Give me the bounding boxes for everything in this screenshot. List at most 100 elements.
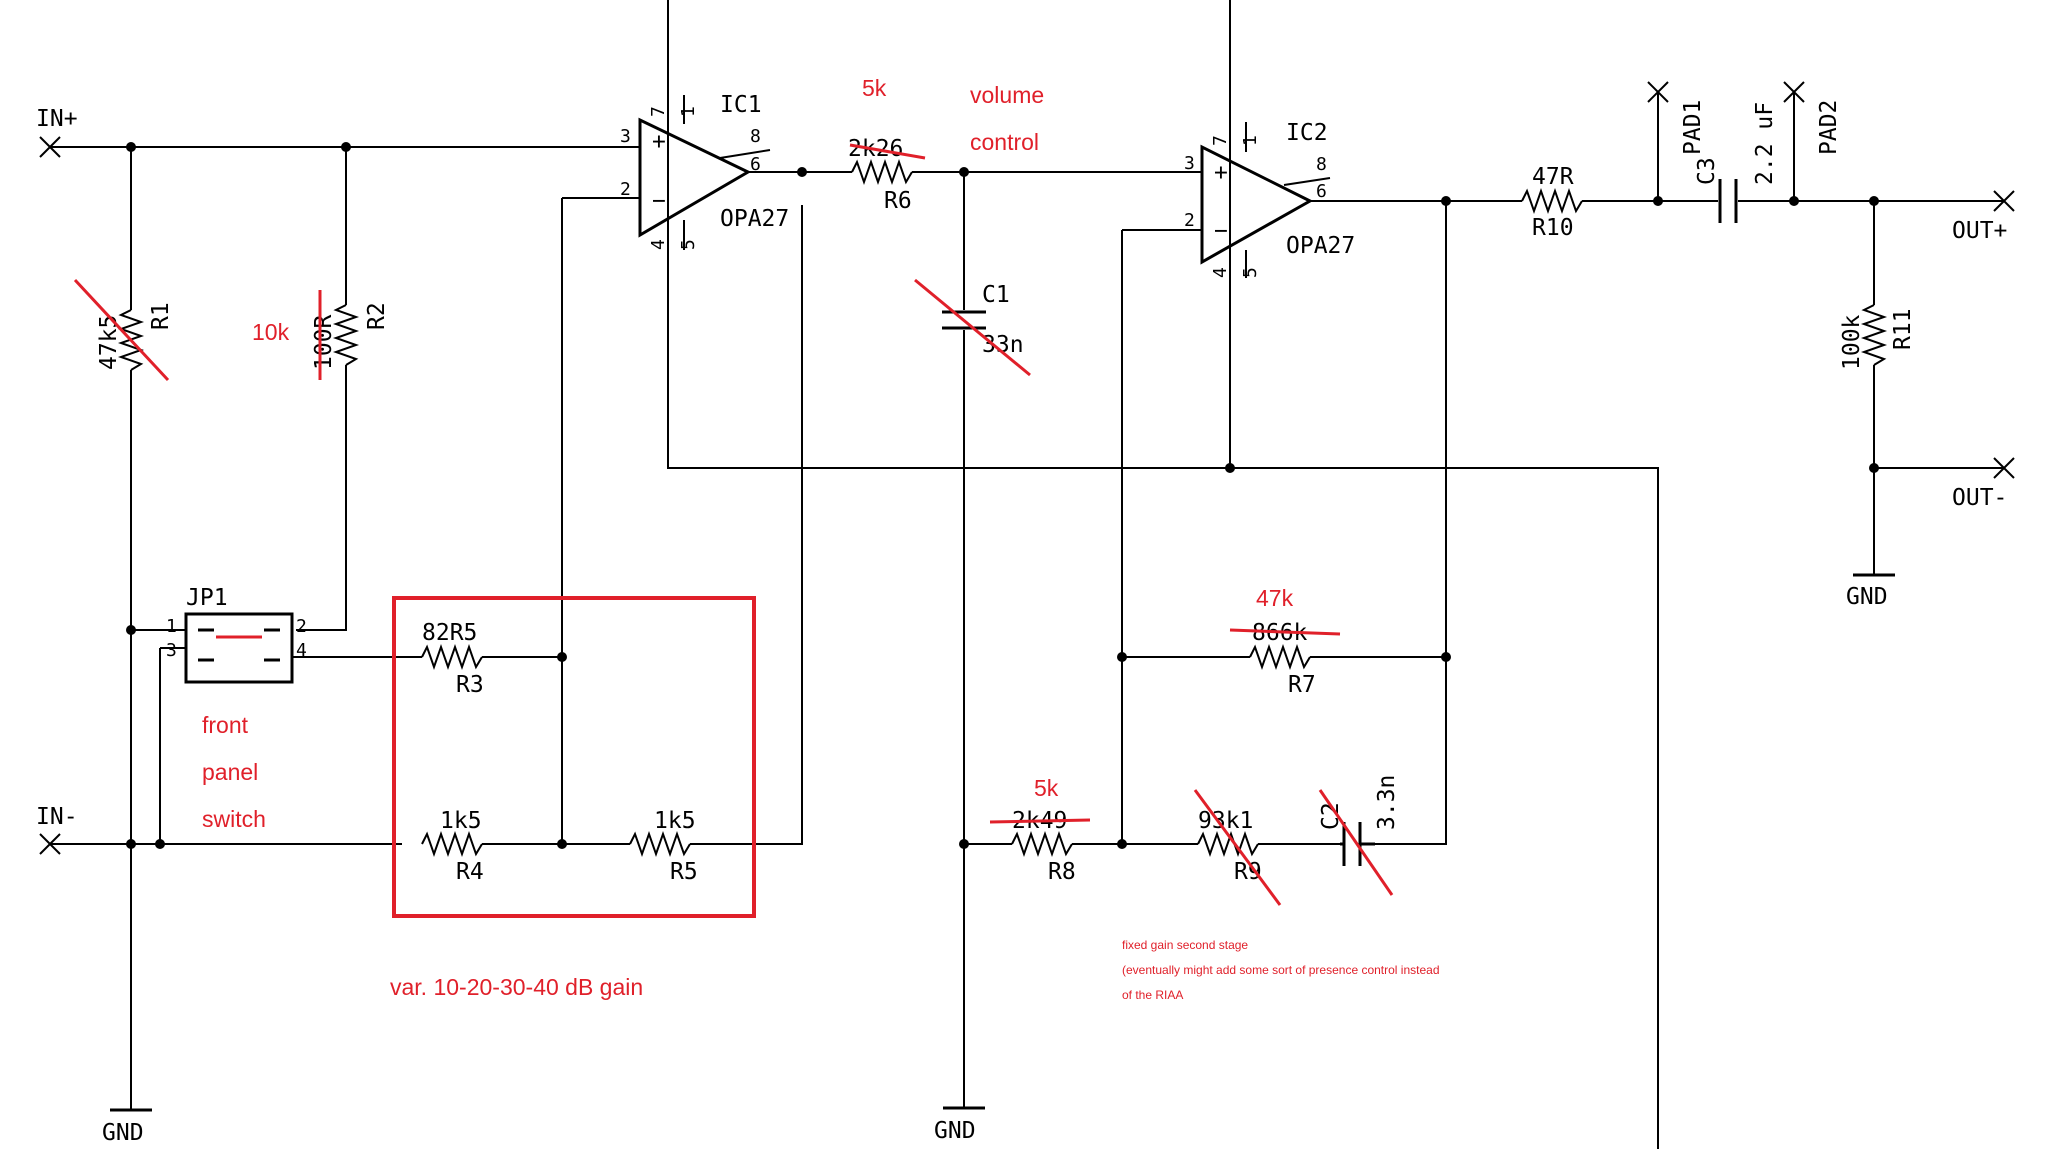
ic1-pin8: 8: [750, 126, 761, 147]
r10-name: R10: [1532, 215, 1574, 241]
stage-note-line3: of the RIAA: [1122, 988, 1183, 1002]
wires: [50, 0, 2004, 1149]
ic1-pin6: 6: [750, 154, 761, 175]
port-out-minus: OUT-: [1952, 457, 2015, 511]
ic2-minus: −: [1214, 218, 1228, 244]
r2-name: R2: [364, 302, 390, 330]
ic1-pin5: 5: [678, 239, 699, 250]
port-in-plus: IN+: [36, 106, 78, 158]
jp1-pin1: 1: [166, 616, 177, 637]
capacitor-c2: C2 3.3n: [1318, 775, 1400, 896]
volume-label: volume: [970, 82, 1044, 108]
stage-note-line1: fixed gain second stage: [1122, 938, 1248, 952]
r8-replacement-label: 5k: [1034, 775, 1059, 801]
panel-label: panel: [202, 759, 258, 785]
resistor-r10: 47R R10: [1521, 164, 1583, 241]
ic2-pin5: 5: [1240, 267, 1261, 278]
ic2-pin4: 4: [1210, 267, 1231, 278]
gain-network-highlight: [392, 596, 756, 918]
r2-replacement-label: 10k: [252, 319, 290, 345]
c3-value: 2.2 uF: [1752, 102, 1778, 185]
ic2-pin7: 7: [1210, 135, 1231, 146]
port-label: OUT-: [1952, 485, 2007, 511]
ic1-pin3: 3: [620, 126, 631, 147]
ic2-pin3: 3: [1184, 153, 1195, 174]
pad2: PAD2: [1783, 81, 1842, 155]
ic2-part: OPA27: [1286, 233, 1355, 259]
jp1-pin3: 3: [166, 640, 177, 661]
port-label: OUT+: [1952, 218, 2007, 244]
ic1-pin7: 7: [648, 106, 669, 117]
resistor-r6: 2k26 R6: [848, 136, 926, 214]
r6-replacement-label: 5k: [862, 75, 887, 101]
pad-label: PAD1: [1680, 100, 1706, 155]
r7-name: R7: [1288, 672, 1316, 698]
c2-value: 3.3n: [1374, 775, 1400, 830]
ic2-pin6: 6: [1316, 181, 1327, 202]
gnd-label: GND: [934, 1118, 976, 1144]
r4-name: R4: [456, 859, 484, 885]
r3-name: R3: [456, 672, 484, 698]
front-label: front: [202, 712, 249, 738]
gnd-label: GND: [1846, 584, 1888, 610]
ic1-plus: +: [652, 129, 666, 155]
port-label: IN+: [36, 106, 78, 132]
ic2-name: IC2: [1286, 120, 1328, 146]
gain-label: var. 10-20-30-40 dB gain: [390, 974, 643, 1000]
r11-value: 100k: [1839, 314, 1865, 370]
resistor-r1: 47k5 R1: [73, 278, 174, 382]
resistor-r5: 1k5 R5: [629, 808, 698, 885]
r10-value: 47R: [1532, 164, 1574, 190]
jp1-pin2: 2: [296, 616, 307, 637]
ic1-part: OPA27: [720, 206, 789, 232]
gnd-symbol-right: GND: [1846, 573, 1895, 610]
r5-value: 1k5: [654, 808, 696, 834]
r1-value: 47k5: [96, 315, 122, 370]
ic1-pin1: 1: [678, 106, 699, 117]
resistor-r11: 100k R11: [1839, 304, 1916, 370]
r6-name: R6: [884, 188, 912, 214]
r11-name: R11: [1890, 308, 1916, 350]
ic1-pin4: 4: [648, 239, 669, 250]
ic2-pin1: 1: [1240, 135, 1261, 146]
resistor-r8: 2k49 R8: [989, 808, 1091, 885]
c3-name: C3: [1694, 157, 1720, 185]
ic1-name: IC1: [720, 92, 762, 118]
r7-replacement-label: 47k: [1256, 585, 1294, 611]
resistor-r9: 93k1 R9: [1193, 789, 1282, 906]
port-out-plus: OUT+: [1952, 190, 2015, 244]
gnd-label: GND: [102, 1120, 144, 1146]
ic1-pin2: 2: [620, 179, 631, 200]
resistor-r7: 866k R7: [1229, 620, 1341, 698]
r8-name: R8: [1048, 859, 1076, 885]
ic2-pin8: 8: [1316, 154, 1327, 175]
pad-label: PAD2: [1816, 100, 1842, 155]
jumper-jp1[interactable]: JP1 1 2 3 4: [166, 585, 307, 684]
ic2-plus: +: [1214, 160, 1228, 186]
ic2-pin2: 2: [1184, 210, 1195, 231]
c1-name: C1: [982, 282, 1010, 308]
annotations: 5k volume control 10k 47k 5k front panel…: [202, 75, 1440, 1002]
gnd-symbol-mid: GND: [934, 1106, 985, 1144]
r2-value: 100R: [311, 314, 337, 370]
r4-value: 1k5: [440, 808, 482, 834]
port-label: IN-: [36, 804, 78, 830]
capacitor-c1: C1 33n: [914, 278, 1031, 377]
capacitor-c3: C3 2.2 uF: [1694, 102, 1778, 223]
junctions: [126, 142, 1879, 849]
port-in-minus: IN-: [36, 804, 78, 855]
ic1-opamp: + − 3 2 7 1 4 5 8 6 IC1 OPA27: [620, 92, 789, 250]
ic1-minus: −: [652, 188, 666, 214]
resistor-r2: 100R R2: [311, 290, 390, 380]
r1-name: R1: [148, 302, 174, 330]
r3-value: 82R5: [422, 620, 477, 646]
r5-name: R5: [670, 859, 698, 885]
stage-note-line2: (eventually might add some sort of prese…: [1122, 963, 1440, 977]
switch-label: switch: [202, 806, 266, 832]
jp1-pin4: 4: [296, 640, 307, 661]
resistor-r4: 1k5 R4: [421, 808, 484, 885]
jp1-name: JP1: [186, 585, 228, 611]
ic2-opamp: + − 3 2 7 1 4 5 8 6 IC2 OPA27: [1170, 120, 1355, 278]
gnd-symbol-left: GND: [102, 1108, 152, 1146]
